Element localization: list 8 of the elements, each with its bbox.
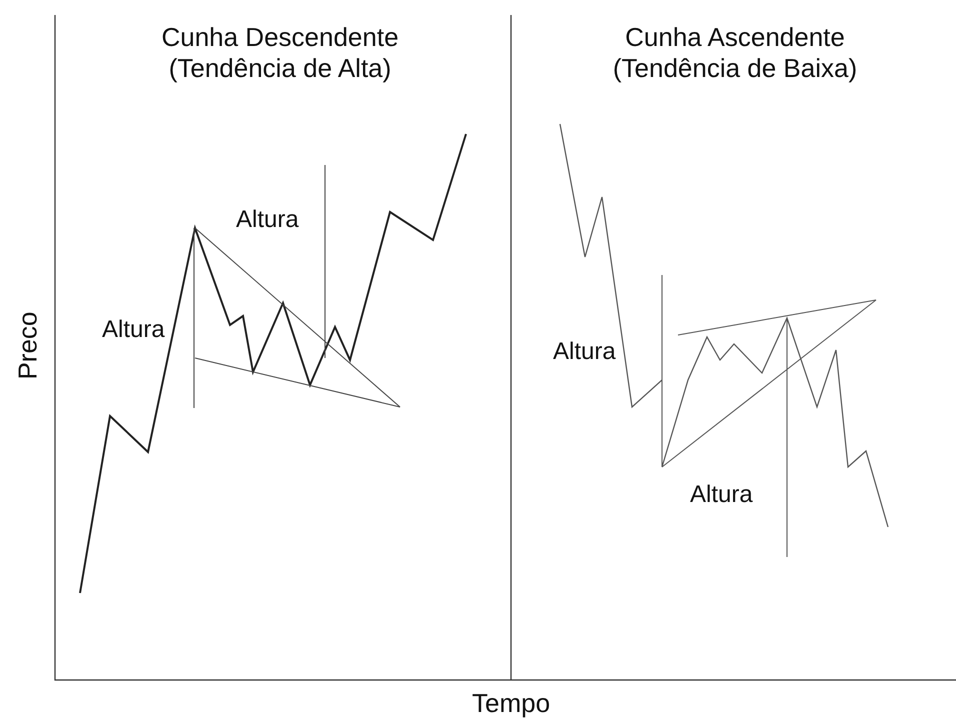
axis-label: Preco [12, 311, 44, 380]
height-label: Altura [553, 338, 616, 367]
panel-title: Cunha Ascendente (Tendência de Baixa) [612, 22, 858, 84]
axis-label: Tempo [472, 688, 550, 719]
height-label: Altura [690, 481, 753, 510]
height-label: Altura [102, 316, 165, 345]
height-label: Altura [236, 206, 299, 235]
panel-title: Cunha Descendente (Tendência de Alta) [160, 22, 400, 84]
